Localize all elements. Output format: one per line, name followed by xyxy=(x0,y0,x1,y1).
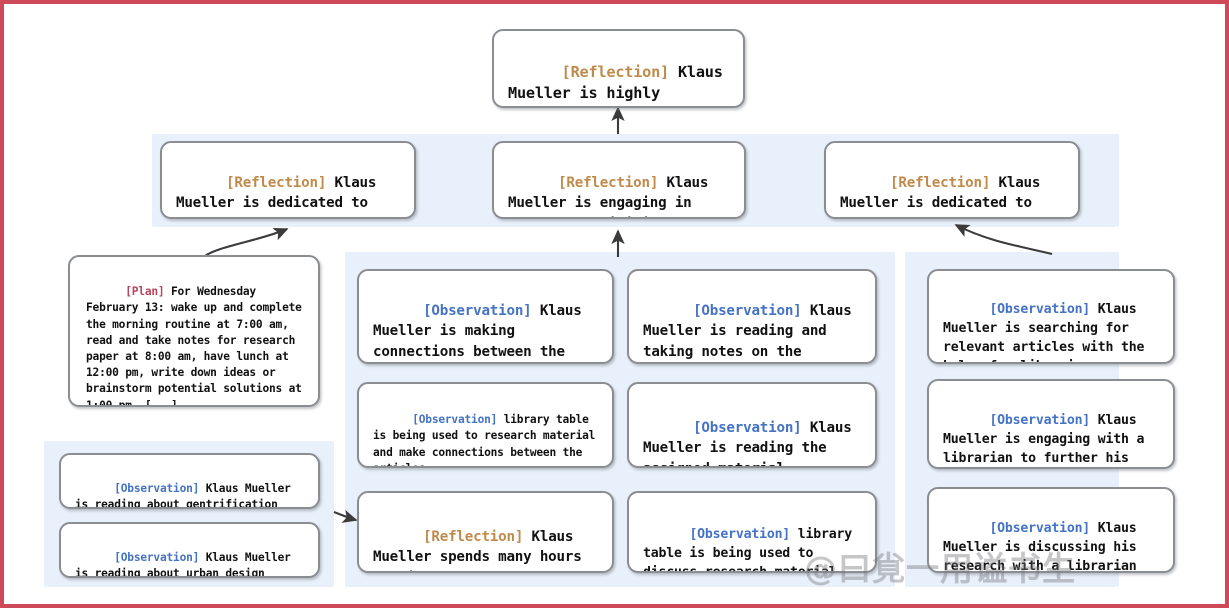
node-text: Klaus Mueller is discussing his research… xyxy=(943,521,1145,573)
node-tag: [Observation] xyxy=(693,302,802,319)
node-text: Klaus Mueller spends many hours reading xyxy=(373,528,582,572)
node-tag: [Observation] xyxy=(114,551,200,565)
node-text: Klaus Mueller is reading and taking note… xyxy=(643,302,852,360)
node-col2-observation-2[interactable]: [Observation] library table is being use… xyxy=(357,382,614,468)
node-col4-observation-1[interactable]: [Observation] Klaus Mueller is searching… xyxy=(927,269,1175,364)
node-tag: [Observation] xyxy=(989,413,1091,428)
node-tag: [Observation] xyxy=(693,419,802,436)
node-text: For Wednesday February 13: wake up and c… xyxy=(86,285,309,407)
node-top-reflection[interactable]: [Reflection] Klaus Mueller is highly ded… xyxy=(492,29,745,108)
node-text: Klaus Mueller is engaging in research ac… xyxy=(508,174,709,218)
node-tag: [Observation] xyxy=(989,521,1091,536)
node-col2-observation-1[interactable]: [Observation] Klaus Mueller is making co… xyxy=(357,269,614,364)
node-col4-observation-3[interactable]: [Observation] Klaus Mueller is discussin… xyxy=(927,487,1175,573)
node-tag: [Reflection] xyxy=(558,174,659,191)
node-col2-reflection[interactable]: [Reflection] Klaus Mueller spends many h… xyxy=(357,491,614,573)
node-text: Klaus Mueller is highly dedicated to res… xyxy=(508,62,723,107)
node-reflection-mid[interactable]: [Reflection] Klaus Mueller is engaging i… xyxy=(492,141,746,219)
node-plan[interactable]: [Plan] For Wednesday February 13: wake u… xyxy=(68,255,320,407)
node-tag: [Reflection] xyxy=(561,62,670,81)
node-reflection-left[interactable]: [Reflection] Klaus Mueller is dedicated … xyxy=(160,141,416,219)
node-tag: [Reflection] xyxy=(226,174,327,191)
node-col3-observation-1[interactable]: [Observation] Klaus Mueller is reading a… xyxy=(627,269,877,364)
node-text: Klaus Mueller is reading about urban des… xyxy=(75,551,298,578)
node-text: Klaus Mueller is engaging with a librari… xyxy=(943,413,1145,466)
node-text: library table is being used to discuss r… xyxy=(643,527,860,573)
node-text: Klaus Mueller is making connections betw… xyxy=(373,302,582,360)
node-text: Klaus Mueller is reading about gentrific… xyxy=(75,482,298,509)
node-tag: [Observation] xyxy=(412,413,498,427)
node-tag: [Observation] xyxy=(689,527,791,542)
node-tag: [Observation] xyxy=(423,302,532,319)
node-reflection-right[interactable]: [Reflection] Klaus Mueller is dedicated … xyxy=(824,141,1080,219)
node-col3-observation-3[interactable]: [Observation] library table is being use… xyxy=(627,491,877,573)
node-col4-observation-2[interactable]: [Observation] Klaus Mueller is engaging … xyxy=(927,379,1175,469)
diagram-canvas: [Reflection] Klaus Mueller is highly ded… xyxy=(4,4,1225,604)
node-text: Klaus Mueller is reading the assigned ma… xyxy=(643,419,852,467)
node-tag: [Observation] xyxy=(989,302,1091,317)
node-text: Klaus Mueller is dedicated to research xyxy=(840,174,1041,218)
node-observation-bottomleft-1[interactable]: [Observation] Klaus Mueller is reading a… xyxy=(59,453,320,509)
node-tag: [Observation] xyxy=(114,482,200,496)
node-col3-observation-2[interactable]: [Observation] Klaus Mueller is reading t… xyxy=(627,382,877,468)
node-text: Klaus Mueller is dedicated to research xyxy=(176,174,377,218)
node-tag: [Plan] xyxy=(125,285,165,299)
node-tag: [Reflection] xyxy=(423,528,524,545)
node-text: library table is being used to research … xyxy=(373,413,596,466)
node-observation-bottomleft-2[interactable]: [Observation] Klaus Mueller is reading a… xyxy=(59,522,320,578)
node-text: Klaus Mueller is searching for relevant … xyxy=(943,302,1145,362)
node-tag: [Reflection] xyxy=(890,174,991,191)
